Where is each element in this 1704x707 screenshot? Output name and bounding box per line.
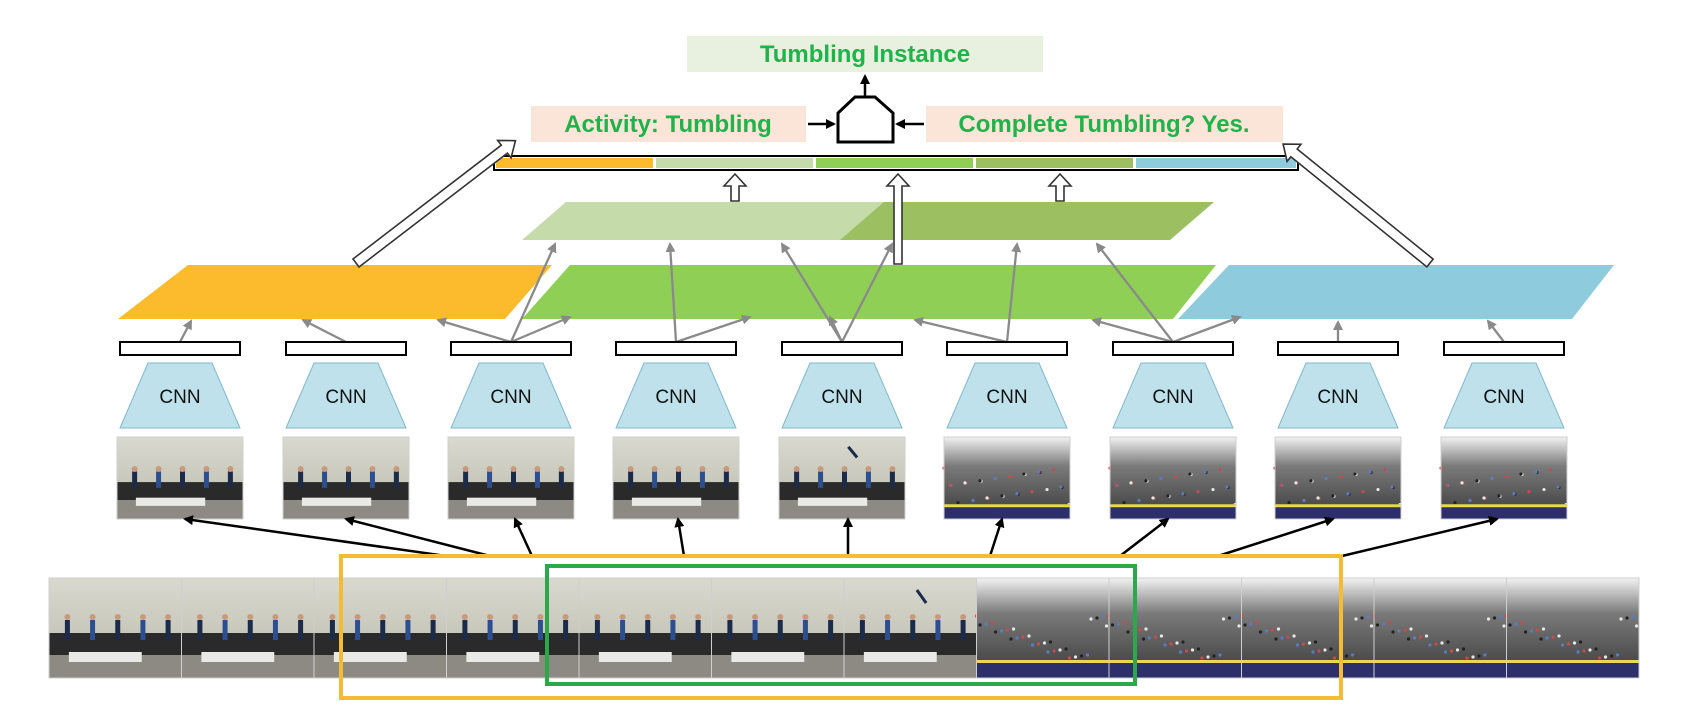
cnn-label: CNN: [325, 387, 366, 408]
timeline-frame: [181, 577, 315, 679]
timeline-frame: [48, 577, 182, 679]
complete-label: Complete Tumbling? Yes.: [958, 111, 1249, 138]
candidate-window-yellow: [339, 554, 1343, 700]
cnn-block: [1443, 362, 1565, 429]
timeline-frame: [578, 577, 712, 679]
instance-label-box: [687, 36, 1043, 72]
cnn-label: CNN: [986, 387, 1027, 408]
pooled-layer-green: [522, 265, 1216, 319]
feature-segment-blue: [1136, 158, 1296, 168]
feature-vector-box: [450, 341, 572, 356]
feature-vector-box: [285, 341, 407, 356]
column-3: CNN: [447, 341, 575, 520]
activity-window-green: [545, 564, 1137, 686]
column-7: CNN: [1108, 341, 1237, 520]
cnn-label: CNN: [490, 387, 531, 408]
pooled-layer-orange: [118, 265, 552, 319]
sampled-frame: [282, 436, 410, 520]
feature-segment-orange: [496, 158, 653, 168]
cnn-block: [946, 362, 1068, 429]
column-9: CNN: [1439, 341, 1568, 520]
cnn-label: CNN: [655, 387, 696, 408]
column-6: CNN: [942, 341, 1071, 520]
timeline-frame: [1504, 577, 1640, 679]
cnn-block: [450, 362, 572, 429]
cnn-block: [781, 362, 903, 429]
feature-to-layer-arrows: [178, 242, 1505, 344]
video-timeline: [48, 577, 1640, 679]
pooled-layer-blue: [1178, 265, 1614, 319]
cnn-block: [1277, 362, 1399, 429]
feature-vector-box: [946, 341, 1068, 356]
sampled-frame: [1439, 436, 1568, 520]
feature-segment-light-green: [656, 158, 813, 168]
sampled-frame: [942, 436, 1071, 520]
cnn-block: [1112, 362, 1234, 429]
feature-vector-box: [781, 341, 903, 356]
feature-vector-box: [1277, 341, 1399, 356]
sampling-arrows: [183, 515, 1499, 558]
column-2: CNN: [282, 341, 410, 520]
timeline-frame: [711, 577, 845, 679]
complete-label-box: [926, 106, 1283, 142]
feature-vector-box: [615, 341, 737, 356]
column-4: CNN: [612, 341, 740, 520]
sampled-frame: [612, 436, 740, 520]
timeline-frame: [1239, 577, 1375, 679]
cnn-label: CNN: [1152, 387, 1193, 408]
column-5: CNN: [778, 341, 906, 520]
combiner-unit: [836, 95, 895, 144]
timeline-frame: [446, 577, 580, 679]
frame-columns: CNN CNN CNN CNN CNN CNN CNN CNN CNN: [116, 341, 1568, 520]
cnn-label: CNN: [821, 387, 862, 408]
column-1: CNN: [116, 341, 244, 520]
sampled-frame: [1108, 436, 1237, 520]
feature-segment-olive: [976, 158, 1133, 168]
cnn-label: CNN: [159, 387, 200, 408]
timeline-frame: [843, 577, 977, 679]
timeline-frame: [974, 577, 1110, 679]
cnn-label: CNN: [1317, 387, 1358, 408]
concatenated-feature-bar: [493, 155, 1299, 171]
pooled-layer-olive: [840, 202, 1214, 240]
sampled-frame: [778, 436, 906, 520]
cnn-block: [615, 362, 737, 429]
timeline-frame: [313, 577, 447, 679]
feature-vector-box: [119, 341, 241, 356]
activity-label: Activity: Tumbling: [564, 111, 772, 138]
pooled-layer-light-green: [522, 202, 891, 240]
activity-label-box: [531, 106, 806, 142]
feature-segment-green: [816, 158, 973, 168]
feature-vector-box: [1443, 341, 1565, 356]
sampled-frame: [1273, 436, 1402, 520]
timeline-frame: [1107, 577, 1242, 679]
timeline-frame: [1372, 577, 1507, 679]
column-8: CNN: [1273, 341, 1402, 520]
sampled-frame: [447, 436, 575, 520]
cnn-block: [285, 362, 407, 429]
feature-vector-box: [1112, 341, 1234, 356]
hollow-arrows: [351, 139, 1435, 269]
cnn-block: [119, 362, 241, 429]
instance-label: Tumbling Instance: [760, 41, 970, 68]
cnn-label: CNN: [1483, 387, 1524, 408]
sampled-frame: [116, 436, 244, 520]
